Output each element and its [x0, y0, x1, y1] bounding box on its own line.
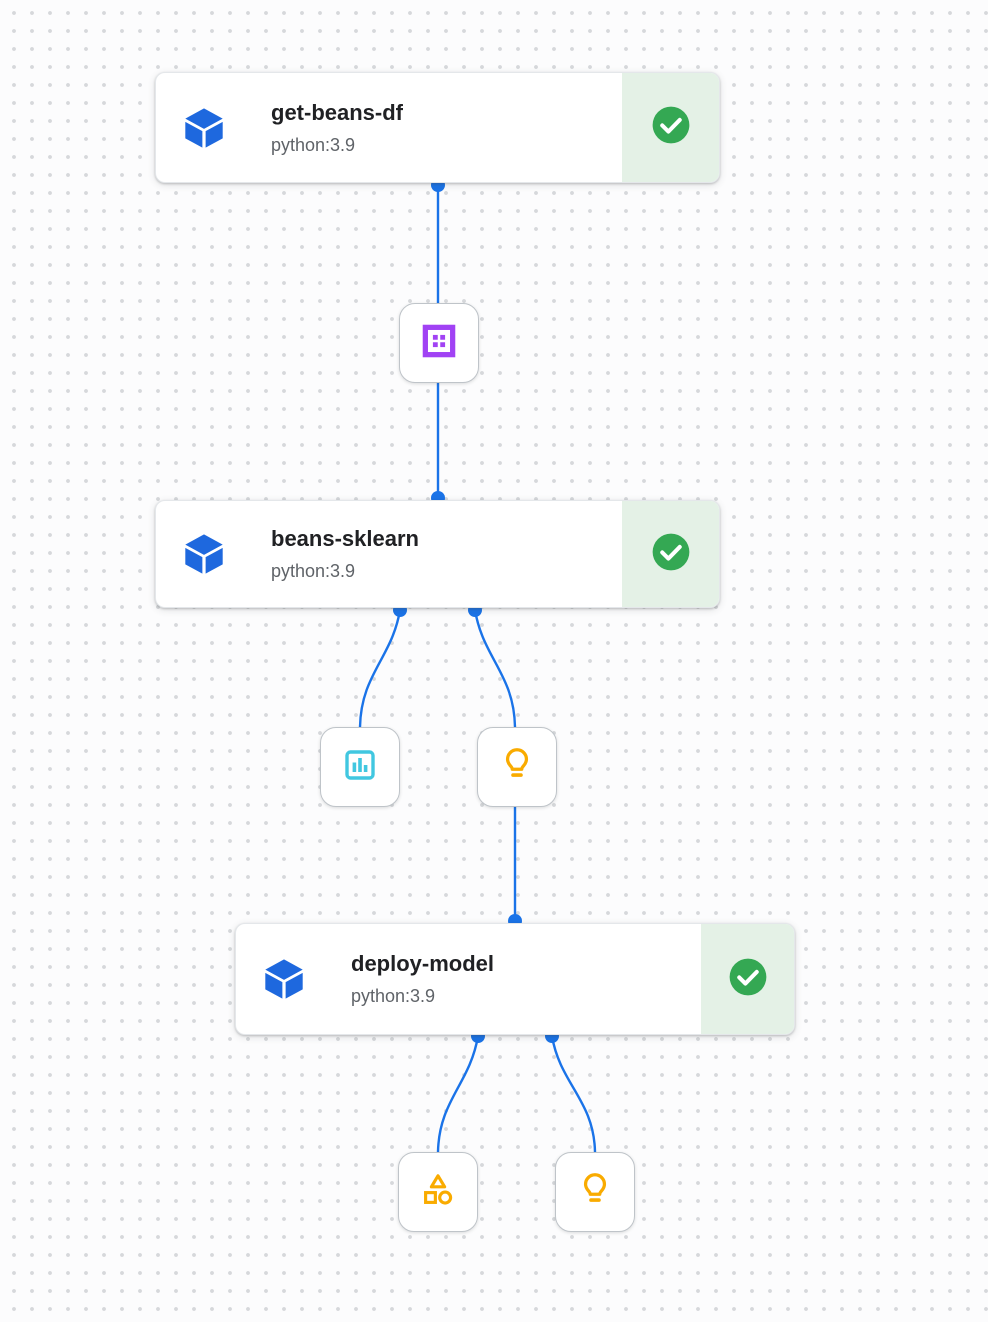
model-icon — [574, 1169, 616, 1216]
edge-beans-sklearn-to-model — [473, 609, 517, 728]
status-strip — [622, 73, 719, 182]
success-check-icon — [727, 956, 769, 1003]
cube-icon — [261, 956, 307, 1002]
success-check-icon — [650, 104, 692, 151]
status-strip — [622, 501, 719, 607]
pipeline-node-get-beans-df[interactable]: get-beans-df python:3.9 — [155, 72, 720, 183]
dataset-icon — [418, 320, 460, 367]
artifact-node-model-2[interactable] — [555, 1152, 635, 1232]
node-title: beans-sklearn — [271, 526, 419, 551]
node-subtitle: python:3.9 — [271, 561, 356, 581]
artifact-icon — [417, 1169, 459, 1216]
success-check-icon — [650, 531, 692, 578]
edge-deploy-model-to-artifact — [436, 1035, 480, 1153]
node-title: deploy-model — [351, 951, 495, 976]
node-subtitle: python:3.9 — [271, 134, 356, 155]
artifact-node-metrics[interactable] — [320, 727, 400, 807]
node-text-block: beans-sklearn python:3.9 — [271, 526, 419, 582]
status-strip — [701, 924, 794, 1034]
model-icon — [496, 744, 538, 791]
node-text-block: deploy-model python:3.9 — [351, 951, 494, 1007]
pipeline-node-beans-sklearn[interactable]: beans-sklearn python:3.9 — [155, 500, 720, 608]
edge-beans-sklearn-to-metrics — [358, 609, 402, 728]
node-text-block: get-beans-df python:3.9 — [271, 100, 403, 156]
pipeline-node-deploy-model[interactable]: deploy-model python:3.9 — [235, 923, 795, 1035]
artifact-node-generic[interactable] — [398, 1152, 478, 1232]
node-subtitle: python:3.9 — [351, 986, 436, 1006]
metrics-icon — [340, 745, 380, 790]
cube-icon — [181, 105, 227, 151]
cube-icon — [181, 531, 227, 577]
artifact-node-dataset[interactable] — [399, 303, 479, 383]
artifact-node-model[interactable] — [477, 727, 557, 807]
node-title: get-beans-df — [271, 99, 403, 125]
edge-deploy-model-to-model2 — [550, 1035, 597, 1153]
